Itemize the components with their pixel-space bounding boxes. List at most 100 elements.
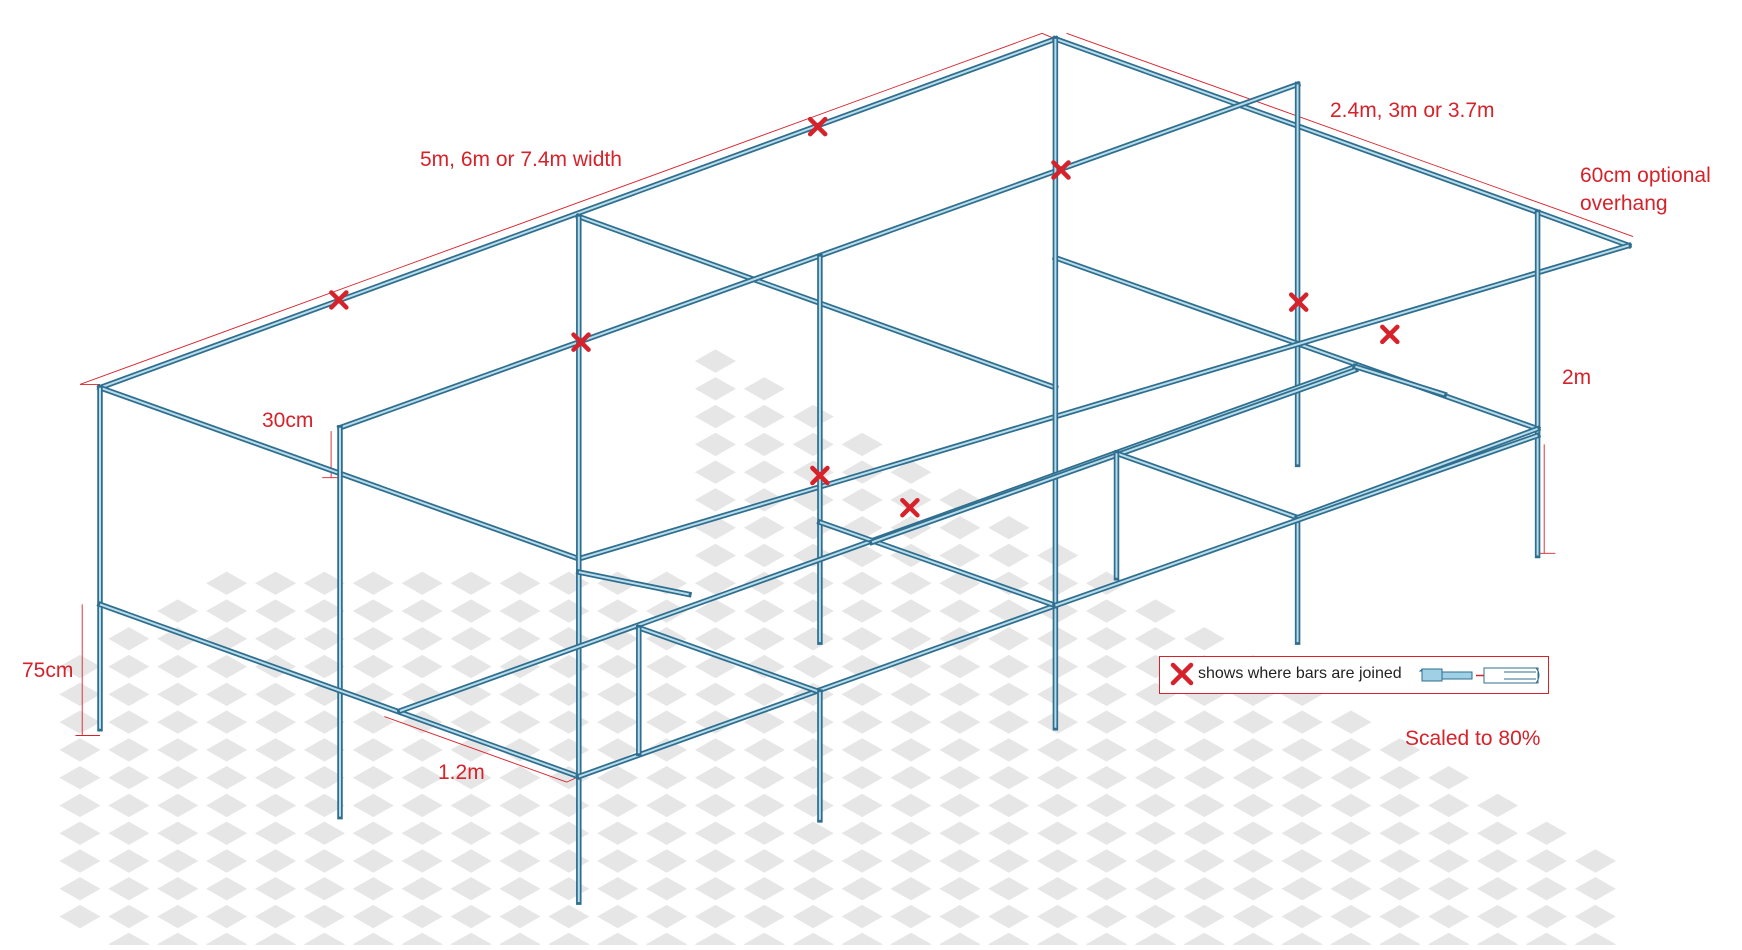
dimension-line <box>1549 206 1634 238</box>
floor-tile <box>694 432 736 457</box>
floor-tile <box>1525 904 1567 929</box>
floor-tile <box>792 710 834 734</box>
floor-tile <box>157 766 199 790</box>
floor-tile <box>157 654 199 679</box>
floor-tile <box>1281 932 1323 950</box>
floor-tile <box>352 932 394 950</box>
floor-tile <box>450 654 492 679</box>
floor-tile <box>597 932 639 950</box>
floor-tile <box>499 932 541 950</box>
floor-tile <box>1134 849 1176 873</box>
floor-tile <box>890 710 932 734</box>
floor-tile <box>108 654 150 679</box>
floor-tile <box>597 627 639 651</box>
floor-tile <box>841 627 883 651</box>
floor-tile <box>1574 932 1616 950</box>
floor-tile <box>988 904 1030 929</box>
floor-tile <box>890 849 932 873</box>
floor-tile <box>1232 682 1274 706</box>
floor-tile <box>255 682 297 706</box>
floor-tile <box>890 738 932 762</box>
floor-tile <box>1232 738 1274 762</box>
floor-tile <box>939 710 981 734</box>
floor-tile <box>597 904 639 929</box>
floor-tile <box>548 599 590 623</box>
floor-tile <box>352 849 394 873</box>
floor-tile <box>499 682 541 706</box>
floor-tile <box>548 710 590 734</box>
floor-tile <box>792 904 834 929</box>
floor-tile <box>450 571 492 595</box>
floor-tile <box>450 766 492 790</box>
floor-tile <box>206 877 248 901</box>
overhang-label-line2: overhang <box>1580 192 1668 215</box>
floor-tile <box>694 349 736 373</box>
floor-tile <box>1086 904 1128 929</box>
floor-tile <box>1525 932 1567 950</box>
tube-highlight <box>638 626 821 694</box>
floor-tile <box>1428 821 1470 845</box>
floor-tile <box>548 793 590 818</box>
floor-tile <box>1134 904 1176 929</box>
floor-tile <box>352 766 394 790</box>
floor-tile <box>1183 932 1225 950</box>
floor-tile <box>988 849 1030 873</box>
floor-tile <box>792 654 834 679</box>
floor-tile <box>743 516 785 540</box>
floor-tile <box>206 766 248 790</box>
floor-tile <box>1379 821 1421 845</box>
floor-tile <box>108 766 150 790</box>
floor-tile <box>1086 710 1128 734</box>
floor-tile <box>743 377 785 401</box>
floor-tile <box>1086 654 1128 679</box>
joint-marker <box>810 465 830 486</box>
floor-tile <box>743 904 785 929</box>
joint-marker <box>329 290 349 310</box>
floor-tile <box>694 404 736 429</box>
floor-tile <box>157 849 199 873</box>
floor-tile <box>206 849 248 873</box>
floor-tile <box>1477 793 1519 818</box>
floor-tile <box>499 821 541 845</box>
floor-tile <box>499 571 541 595</box>
floor-tile <box>499 710 541 734</box>
bar-join-icon <box>1418 667 1540 684</box>
floor-grid <box>59 349 1616 950</box>
floor-tile <box>499 766 541 790</box>
joint-marker <box>1288 292 1309 312</box>
gap-label: 30cm <box>262 409 314 432</box>
floor-tile <box>597 849 639 873</box>
floor-tile <box>1477 877 1519 901</box>
depth-label: 2.4m, 3m or 3.7m <box>1330 99 1495 122</box>
floor-tile <box>255 738 297 762</box>
floor-tile <box>988 516 1030 540</box>
floor-tile <box>1428 932 1470 950</box>
floor-tile <box>1183 904 1225 929</box>
tube-highlight <box>578 244 1629 560</box>
floor-tile <box>694 543 736 568</box>
frame-tubes <box>96 35 1633 905</box>
floor-tile <box>1037 738 1079 762</box>
floor-tile <box>450 821 492 845</box>
floor-tile <box>1037 793 1079 818</box>
floor-tile <box>743 932 785 950</box>
floor-tile <box>694 516 736 540</box>
floor-tile <box>303 766 345 790</box>
floor-tile <box>352 821 394 845</box>
floor-tile <box>255 877 297 901</box>
floor-tile <box>548 682 590 706</box>
floor-tile <box>59 738 101 762</box>
floor-tile <box>646 682 688 706</box>
floor-tile <box>597 571 639 595</box>
floor-tile <box>255 793 297 818</box>
floor-tile <box>841 543 883 568</box>
floor-tile <box>1428 904 1470 929</box>
floor-tile <box>1037 821 1079 845</box>
legend: shows where bars are joined <box>1159 656 1549 694</box>
floor-tile <box>255 599 297 623</box>
floor-tile <box>401 766 443 790</box>
floor-tile <box>939 682 981 706</box>
floor-tile <box>890 599 932 623</box>
floor-tile <box>548 877 590 901</box>
floor-tile <box>401 932 443 950</box>
